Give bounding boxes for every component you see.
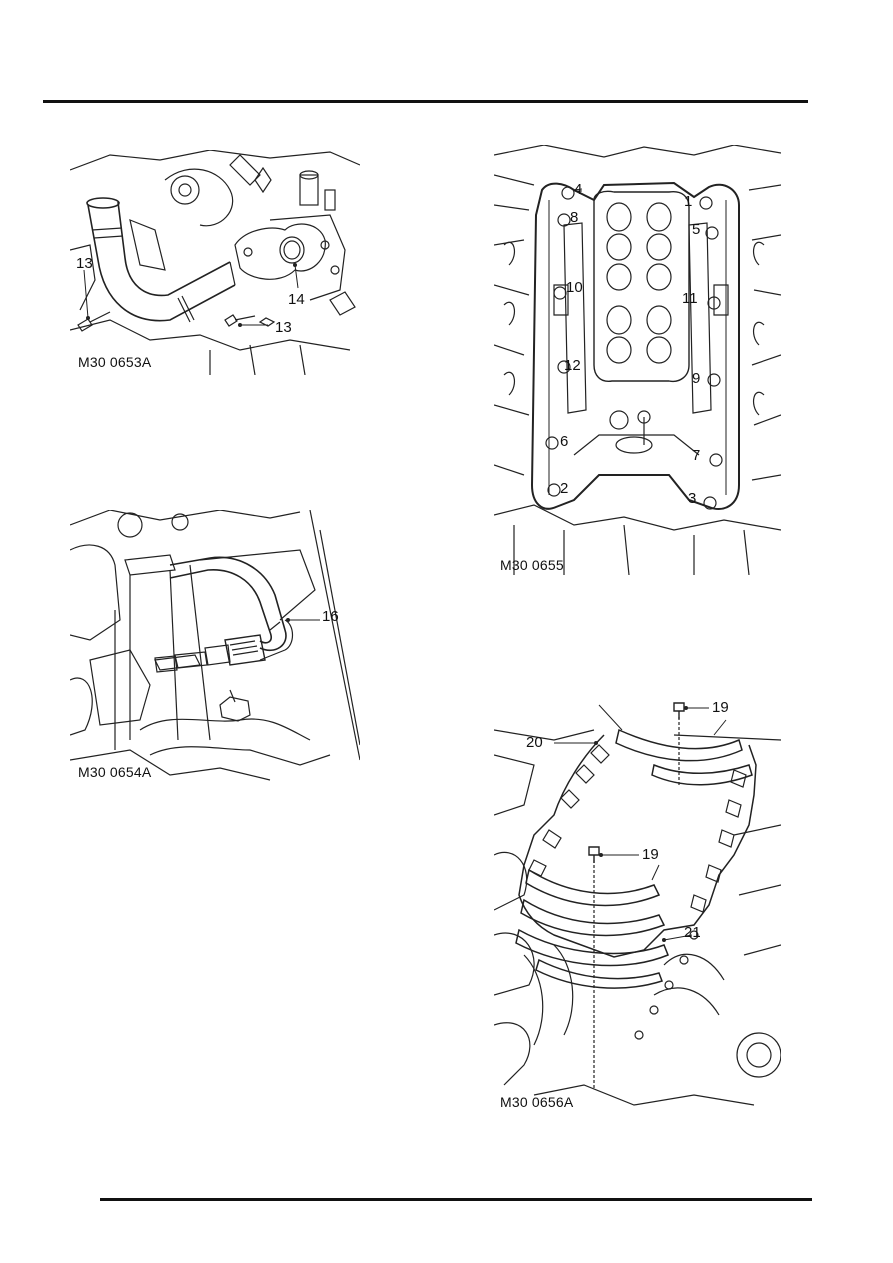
figure-code: M30 0655 [500, 557, 564, 573]
figure-gasket-clamp-plates: 19 20 19 21 M30 0656A [494, 695, 781, 1115]
callout-label: 19 [642, 846, 659, 863]
figure-exhaust-pipe: 13 14 13 M30 0653A [70, 150, 360, 375]
callout-label: 14 [288, 291, 305, 308]
figure-breather-hose: 16 M30 0654A [70, 510, 360, 785]
figure-code: M30 0656A [500, 1094, 574, 1110]
callout-label: 16 [322, 608, 339, 625]
figure-code: M30 0653A [78, 354, 152, 370]
callout-label: 19 [712, 699, 729, 716]
gasket-clamp-illustration [494, 702, 781, 1106]
callout-label: 13 [76, 255, 93, 272]
callout-label: 3 [688, 490, 697, 507]
callout-label: 11 [682, 290, 698, 307]
footer-rule [100, 1198, 812, 1201]
figure-code: M30 0654A [78, 764, 152, 780]
intake-manifold-illustration [494, 145, 781, 575]
callout-label: 2 [560, 480, 569, 497]
callout-label: 12 [564, 357, 581, 374]
callout-label: 9 [692, 370, 701, 387]
callout-label: 21 [684, 924, 701, 941]
callout-label: 6 [560, 433, 569, 450]
callout-label: 7 [692, 447, 701, 464]
callout-label: 13 [275, 319, 292, 336]
breather-hose-illustration [70, 510, 360, 781]
header-rule [43, 100, 808, 103]
callout-label: 8 [570, 209, 579, 226]
callout-label: 10 [566, 279, 583, 296]
callout-label: 1 [684, 193, 693, 210]
callout-label: 5 [692, 221, 701, 238]
callout-label: 20 [526, 734, 543, 751]
exhaust-pipe-illustration [70, 150, 360, 375]
callout-label: 4 [574, 181, 583, 198]
figure-intake-manifold-bolts: 4 1 8 5 10 11 12 9 6 7 2 3 M30 0655 [494, 145, 781, 575]
